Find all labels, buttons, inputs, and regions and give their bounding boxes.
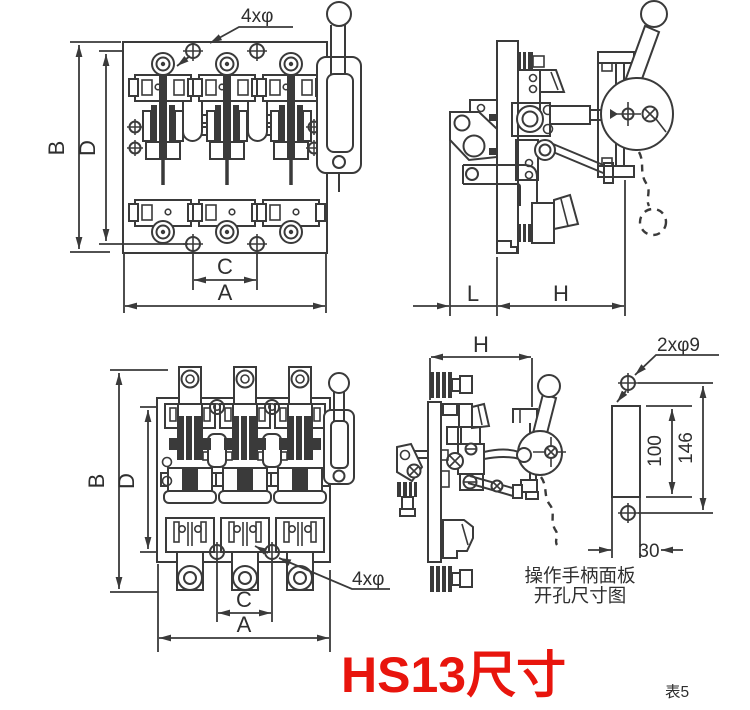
- dimensions: L H: [413, 112, 626, 316]
- holes-callout-label: 4xφ: [241, 6, 273, 27]
- switch-mechanism: [440, 402, 491, 559]
- terminal-stud-top: [430, 372, 473, 398]
- padlock-chain: [637, 151, 651, 207]
- padlock-ring: [638, 207, 668, 237]
- pole-assembly: [160, 366, 220, 591]
- holes-callout-label: 4xφ: [352, 569, 384, 590]
- pole-links: [202, 433, 288, 468]
- panel-hole: [617, 502, 639, 524]
- slot-height-label: 100: [645, 435, 666, 467]
- mounting-hole: [246, 40, 268, 62]
- dim-b-label: B: [84, 474, 109, 489]
- dimensions: B D C A: [44, 41, 327, 313]
- mounting-plate-side: [496, 40, 519, 254]
- handle-mechanism: [467, 374, 566, 546]
- dimensions: B D C A: [84, 369, 331, 652]
- front-view-bottom: 4xφ B D C A: [84, 366, 390, 652]
- table-label: 表5: [665, 683, 689, 701]
- cutout-slot: [611, 405, 641, 498]
- dim-a-label: A: [218, 280, 233, 305]
- dim-a-label: A: [237, 612, 252, 637]
- pole-assembly: [215, 366, 275, 591]
- mounting-plate-side: [427, 401, 442, 563]
- cutout-caption-line2: 开孔尺寸图: [534, 585, 627, 606]
- dim-h-label: H: [473, 332, 489, 357]
- mounting-hole: [246, 233, 268, 255]
- holes-callout-group: 4xφ: [254, 545, 390, 590]
- dim-c-label: C: [236, 587, 252, 612]
- dim-l-label: L: [467, 281, 479, 306]
- dim-d-label: D: [75, 140, 100, 156]
- terminal-stud-bottom: [430, 566, 473, 592]
- dim-d-label: D: [114, 473, 139, 489]
- dim-h-label: H: [553, 281, 569, 306]
- handle-ball: [537, 374, 561, 398]
- panel-holes-callout: 2xφ9: [657, 335, 700, 356]
- side-view-top: L H: [413, 0, 674, 316]
- dim-c-label: C: [217, 254, 233, 279]
- front-view-top: 4xφ B D C A: [44, 1, 362, 313]
- panel-hole: [617, 372, 639, 394]
- screw: [126, 118, 144, 136]
- dim-b-label: B: [44, 141, 69, 156]
- page-title: HS13尺寸: [341, 647, 566, 703]
- operating-handle: [316, 1, 362, 192]
- panel-cutout-diagram: 2xφ9 100 146 30 操作手柄面板 开孔尺寸图: [524, 335, 719, 606]
- handle-mechanism: [600, 0, 674, 237]
- operating-handle: [323, 372, 355, 485]
- slot-width-label: 30: [638, 541, 659, 562]
- pole-assembly: [191, 51, 263, 245]
- screw: [126, 139, 144, 157]
- dimensions: H: [429, 332, 533, 407]
- pole-assembly: [270, 366, 330, 591]
- padlock-chain: [539, 476, 559, 546]
- cutout-caption-line1: 操作手柄面板: [524, 565, 635, 586]
- side-view-bottom: H: [396, 332, 566, 592]
- handle-ball: [640, 0, 668, 28]
- holes-callout-group: 4xφ: [176, 6, 293, 67]
- rear-linkage: [396, 442, 428, 517]
- hole-spacing-label: 146: [676, 432, 697, 464]
